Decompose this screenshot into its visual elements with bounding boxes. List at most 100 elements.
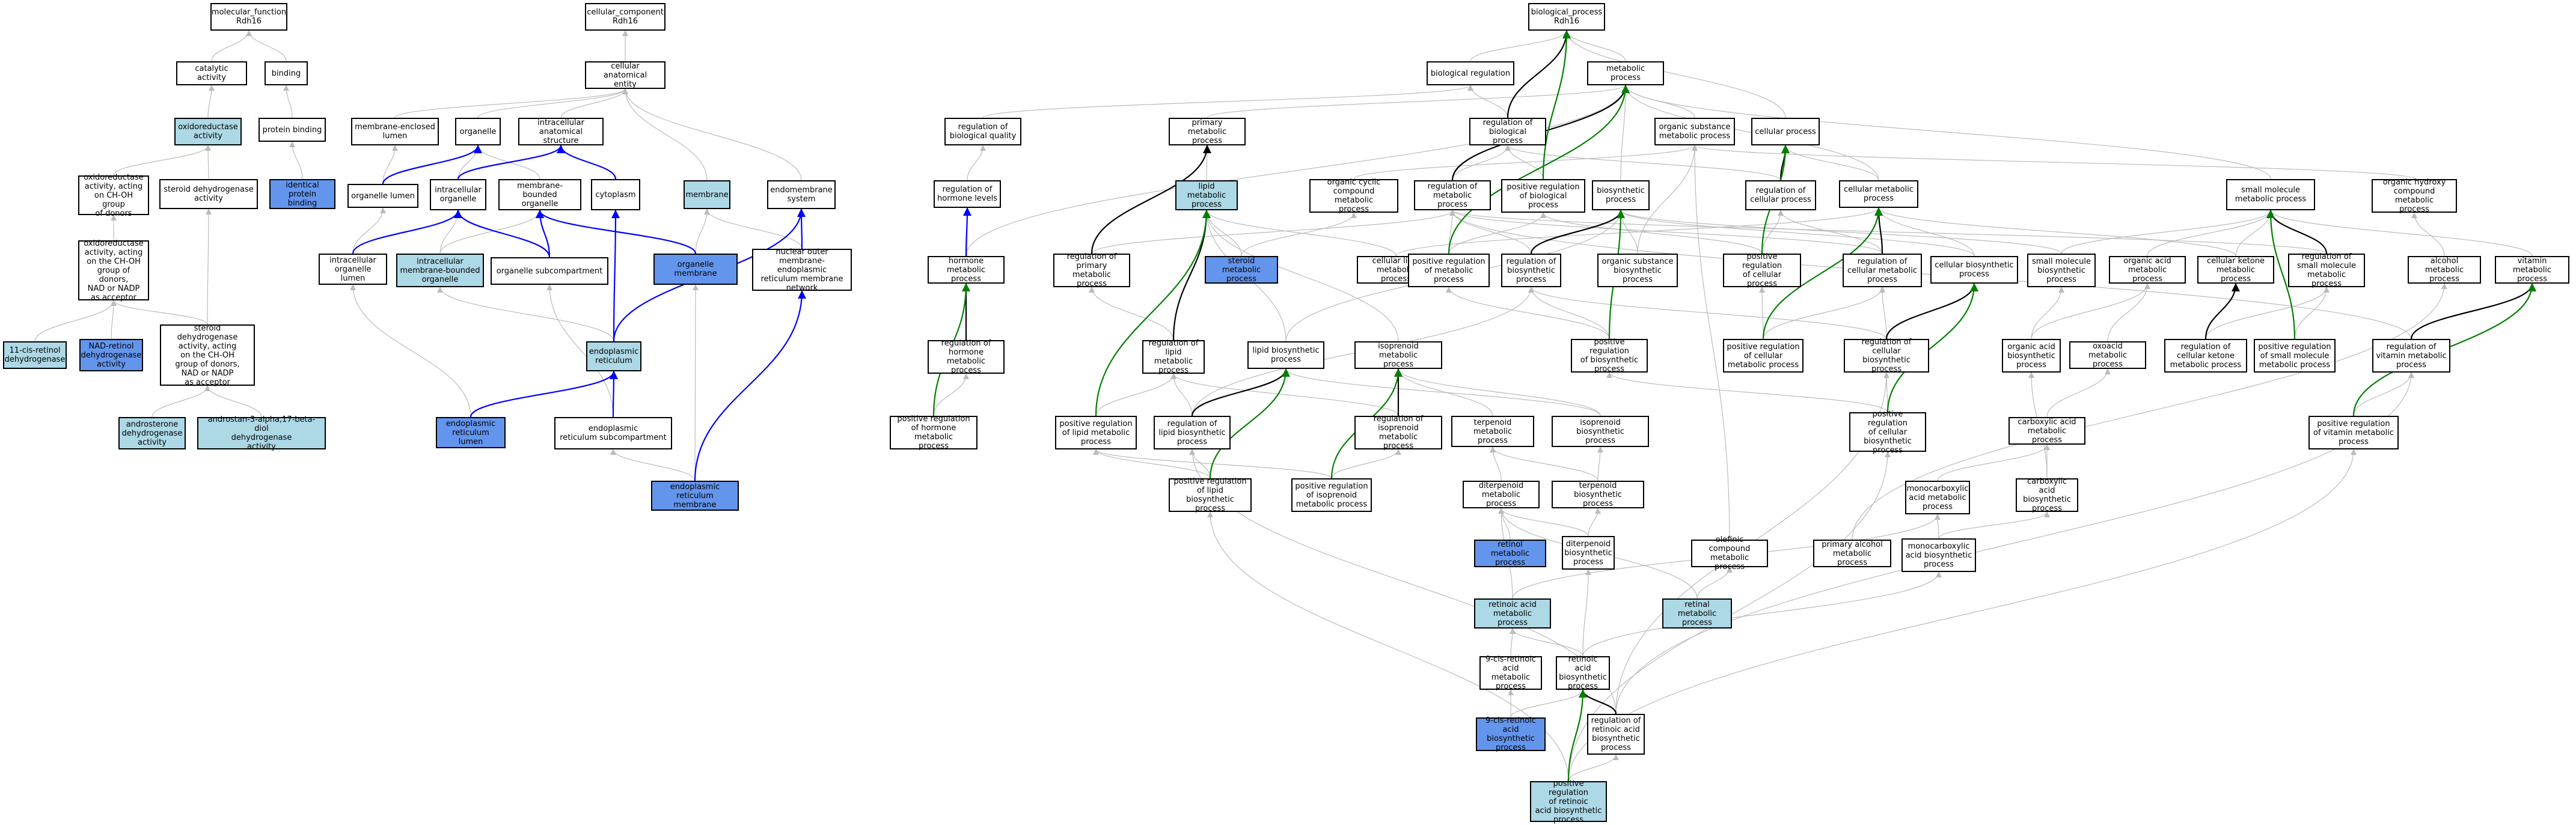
node-organic-cyclic-compound-metabolic-process[interactable]: organic cyclic compound metabolic proces… [1309, 178, 1398, 214]
node-alcohol-metabolic-process[interactable]: alcohol metabolic process [2408, 256, 2481, 284]
node-retinoic-acid-metabolic-process[interactable]: retinoic acid metabolic process [1474, 598, 1551, 629]
node-membrane[interactable]: membrane [684, 180, 730, 209]
node-positive-regulation-of-lipid-metabolic-process[interactable]: positive regulation of lipid metabolic p… [1055, 416, 1137, 449]
node-terpenoid-biosynthetic-process[interactable]: terpenoid biosynthetic process [1552, 481, 1644, 508]
node-organic-hydroxy-compound-metabolic-process[interactable]: organic hydroxy compound metabolic proce… [2372, 178, 2457, 214]
node-regulation-of-retinoic-acid-biosynthetic-process[interactable]: regulation of retinoic acid biosynthetic… [1587, 714, 1645, 755]
node-positive-regulation-of-biological-process[interactable]: positive regulation of biological proces… [1501, 179, 1585, 213]
node-biological-process[interactable]: biological_process Rdh16 [1528, 3, 1605, 31]
node-lipid-biosynthetic-process[interactable]: lipid biosynthetic process [1247, 341, 1324, 369]
node-primary-metabolic-process[interactable]: primary metabolic process [1169, 118, 1246, 145]
node-cellular-ketone-metabolic-process[interactable]: cellular ketone metabolic process [2197, 256, 2274, 284]
node-metabolic-process[interactable]: metabolic process [1587, 61, 1664, 85]
node-endoplasmic-reticulum-membrane[interactable]: endoplasmic reticulum membrane [651, 481, 739, 511]
node-molecular-function[interactable]: molecular_function Rdh16 [210, 3, 287, 31]
node-regulation-of-primary-metabolic-process[interactable]: regulation of primary metabolic process [1053, 252, 1130, 288]
node-nad-retinol-dehydrogenase[interactable]: NAD-retinol dehydrogenase activity [79, 339, 143, 371]
node-organic-acid-metabolic-process[interactable]: organic acid metabolic process [2109, 256, 2186, 284]
node-primary-alcohol-metabolic-process[interactable]: primary alcohol metabolic process [1813, 540, 1891, 567]
node-androstan-diol-dehydrogenase[interactable]: androstan-3-alpha,17-beta-diol dehydroge… [197, 415, 326, 451]
node-regulation-of-small-molecule-metabolic-process[interactable]: regulation of small molecule metabolic p… [2288, 252, 2365, 288]
node-regulation-of-cellular-biosynthetic-process[interactable]: regulation of cellular biosynthetic proc… [1844, 338, 1929, 374]
node-small-molecule-biosynthetic-process[interactable]: small molecule biosynthetic process [2027, 254, 2096, 287]
node-retinal-metabolic-process[interactable]: retinal metabolic process [1662, 598, 1732, 629]
node-11-cis-retinol-dehydrogenase[interactable]: 11-cis-retinol dehydrogenase [3, 341, 67, 369]
node-regulation-of-biological-quality[interactable]: regulation of biological quality [944, 118, 1021, 145]
node-nuclear-outer-membrane-er-network[interactable]: nuclear outer membrane-endoplasmic retic… [752, 248, 852, 293]
node-oxidoreductase-ch-oh[interactable]: oxidoreductase activity, acting on CH-OH… [78, 173, 149, 218]
node-endomembrane-system[interactable]: endomembrane system [767, 180, 836, 209]
node-catalytic-activity[interactable]: catalytic activity [176, 61, 247, 85]
node-positive-regulation-of-metabolic-process[interactable]: positive regulation of metabolic process [1408, 254, 1490, 287]
node-positive-regulation-of-isoprenoid-metabolic-process[interactable]: positive regulation of isoprenoid metabo… [1291, 478, 1372, 512]
node-biosynthetic-process[interactable]: biosynthetic process [1592, 180, 1650, 210]
node-intracellular-membrane-bounded-organelle[interactable]: intracellular membrane-bounded organelle [396, 254, 484, 287]
node-endoplasmic-reticulum-lumen[interactable]: endoplasmic reticulum lumen [436, 417, 506, 448]
node-regulation-of-cellular-process[interactable]: regulation of cellular process [1745, 180, 1816, 210]
node-positive-regulation-of-biosynthetic-process[interactable]: positive regulation of biosynthetic proc… [1571, 338, 1648, 374]
node-oxidoreductase-activity[interactable]: oxidoreductase activity [174, 118, 242, 145]
node-membrane-enclosed-lumen[interactable]: membrane-enclosed lumen [351, 118, 439, 145]
node-regulation-of-hormone-levels[interactable]: regulation of hormone levels [934, 180, 1001, 208]
node-steroid-dehydrogenase-nad-acceptor[interactable]: steroid dehydrogenase activity, acting o… [160, 324, 255, 387]
node-androsterone-dehydrogenase[interactable]: androsterone dehydrogenase activity [118, 417, 186, 449]
node-organelle-lumen[interactable]: organelle lumen [347, 184, 418, 208]
node-diterpenoid-metabolic-process[interactable]: diterpenoid metabolic process [1463, 481, 1540, 508]
node-regulation-of-cellular-ketone-metabolic-process[interactable]: regulation of cellular ketone metabolic … [2164, 339, 2247, 373]
node-organic-acid-biosynthetic-process[interactable]: organic acid biosynthetic process [2002, 339, 2061, 373]
node-cellular-biosynthetic-process[interactable]: cellular biosynthetic process [1930, 256, 2018, 284]
node-hormone-metabolic-process[interactable]: hormone metabolic process [928, 256, 1005, 284]
node-regulation-of-lipid-biosynthetic-process[interactable]: regulation of lipid biosynthetic process [1154, 416, 1231, 449]
node-regulation-of-biological-process[interactable]: regulation of biological process [1469, 118, 1546, 145]
node-isoprenoid-metabolic-process[interactable]: isoprenoid metabolic process [1354, 341, 1442, 369]
node-intracellular-anatomical-structure[interactable]: intracellular anatomical structure [518, 118, 604, 145]
node-regulation-of-biosynthetic-process[interactable]: regulation of biosynthetic process [1501, 254, 1561, 287]
node-positive-regulation-of-cellular-biosynthetic-process[interactable]: positive regulation of cellular biosynth… [1849, 410, 1926, 455]
node-positive-regulation-of-vitamin-metabolic-process[interactable]: positive regulation of vitamin metabolic… [2308, 416, 2399, 449]
node-small-molecule-metabolic-process[interactable]: small molecule metabolic process [2226, 179, 2315, 210]
node-identical-protein-binding[interactable]: identical protein binding [269, 179, 335, 209]
node-cellular-process[interactable]: cellular process [1751, 118, 1820, 145]
node-retinoic-acid-biosynthetic-process[interactable]: retinoic acid biosynthetic process [1556, 655, 1610, 691]
node-monocarboxylic-acid-biosynthetic-process[interactable]: monocarboxylic acid biosynthetic process [1901, 538, 1976, 572]
node-regulation-of-vitamin-metabolic-process[interactable]: regulation of vitamin metabolic process [2372, 339, 2450, 373]
node-9-cis-retinoic-acid-metabolic-process[interactable]: 9-cis-retinoic acid metabolic process [1479, 655, 1542, 691]
node-carboxylic-acid-biosynthetic-process[interactable]: carboxylic acid biosynthetic process [2016, 477, 2078, 513]
node-organelle-subcompartment[interactable]: organelle subcompartment [491, 257, 608, 285]
node-intracellular-organelle[interactable]: intracellular organelle [430, 179, 486, 210]
node-organelle[interactable]: organelle [455, 118, 501, 145]
node-cellular-anatomical-entity[interactable]: cellular anatomical entity [585, 61, 665, 89]
node-retinol-metabolic-process[interactable]: retinol metabolic process [1474, 540, 1546, 567]
node-carboxylic-acid-metabolic-process[interactable]: carboxylic acid metabolic process [2008, 417, 2085, 445]
node-organic-substance-metabolic-process[interactable]: organic substance metabolic process [1654, 118, 1735, 145]
node-positive-regulation-of-retinoic-acid-biosynthetic-process[interactable]: positive regulation of retinoic acid bio… [1530, 779, 1607, 824]
node-isoprenoid-biosynthetic-process[interactable]: isoprenoid biosynthetic process [1552, 416, 1649, 447]
node-endoplasmic-reticulum-subcompartment[interactable]: endoplasmic reticulum subcompartment [554, 417, 672, 449]
node-lipid-metabolic-process[interactable]: lipid metabolic process [1175, 180, 1238, 210]
node-intracellular-organelle-lumen[interactable]: intracellular organelle lumen [319, 254, 387, 285]
node-binding[interactable]: binding [265, 61, 308, 85]
node-regulation-of-metabolic-process[interactable]: regulation of metabolic process [1414, 180, 1491, 210]
node-oxoacid-metabolic-process[interactable]: oxoacid metabolic process [2069, 341, 2146, 369]
node-organic-substance-biosynthetic-process[interactable]: organic substance biosynthetic process [1597, 254, 1678, 287]
node-regulation-of-hormone-metabolic-process[interactable]: regulation of hormone metabolic process [928, 339, 1005, 375]
node-monocarboxylic-acid-metabolic-process[interactable]: monocarboxylic acid metabolic process [1905, 481, 1970, 514]
node-terpenoid-metabolic-process[interactable]: terpenoid metabolic process [1451, 416, 1534, 447]
node-membrane-bounded-organelle[interactable]: membrane-bounded organelle [498, 179, 581, 210]
node-olefinic-compound-metabolic-process[interactable]: olefinic compound metabolic process [1691, 535, 1768, 571]
node-oxidoreductase-nad-acceptor[interactable]: oxidoreductase activity, acting on the C… [78, 239, 149, 302]
node-positive-regulation-of-cellular-metabolic-process[interactable]: positive regulation of cellular metaboli… [1723, 339, 1804, 373]
node-steroid-metabolic-process[interactable]: steroid metabolic process [1205, 256, 1278, 284]
node-9-cis-retinoic-acid-biosynthetic-process[interactable]: 9-cis-retinoic acid biosynthetic process [1476, 716, 1546, 752]
node-positive-regulation-of-cellular-process[interactable]: positive regulation of cellular process [1723, 252, 1801, 288]
node-positive-regulation-of-small-molecule-metabolic-process[interactable]: positive regulation of small molecule me… [2254, 339, 2336, 373]
node-organelle-membrane[interactable]: organelle membrane [653, 254, 738, 285]
node-endoplasmic-reticulum[interactable]: endoplasmic reticulum [586, 341, 641, 371]
node-steroid-dehydrogenase-activity[interactable]: steroid dehydrogenase activity [159, 179, 258, 209]
node-cellular-metabolic-process[interactable]: cellular metabolic process [1839, 180, 1918, 208]
node-regulation-of-lipid-metabolic-process[interactable]: regulation of lipid metabolic process [1142, 339, 1205, 375]
node-cellular-component[interactable]: cellular_component Rdh16 [585, 3, 665, 31]
node-protein-binding[interactable]: protein binding [259, 118, 326, 142]
node-regulation-of-isoprenoid-metabolic-process[interactable]: regulation of isoprenoid metabolic proce… [1354, 415, 1442, 451]
node-cytoplasm[interactable]: cytoplasm [591, 179, 640, 210]
